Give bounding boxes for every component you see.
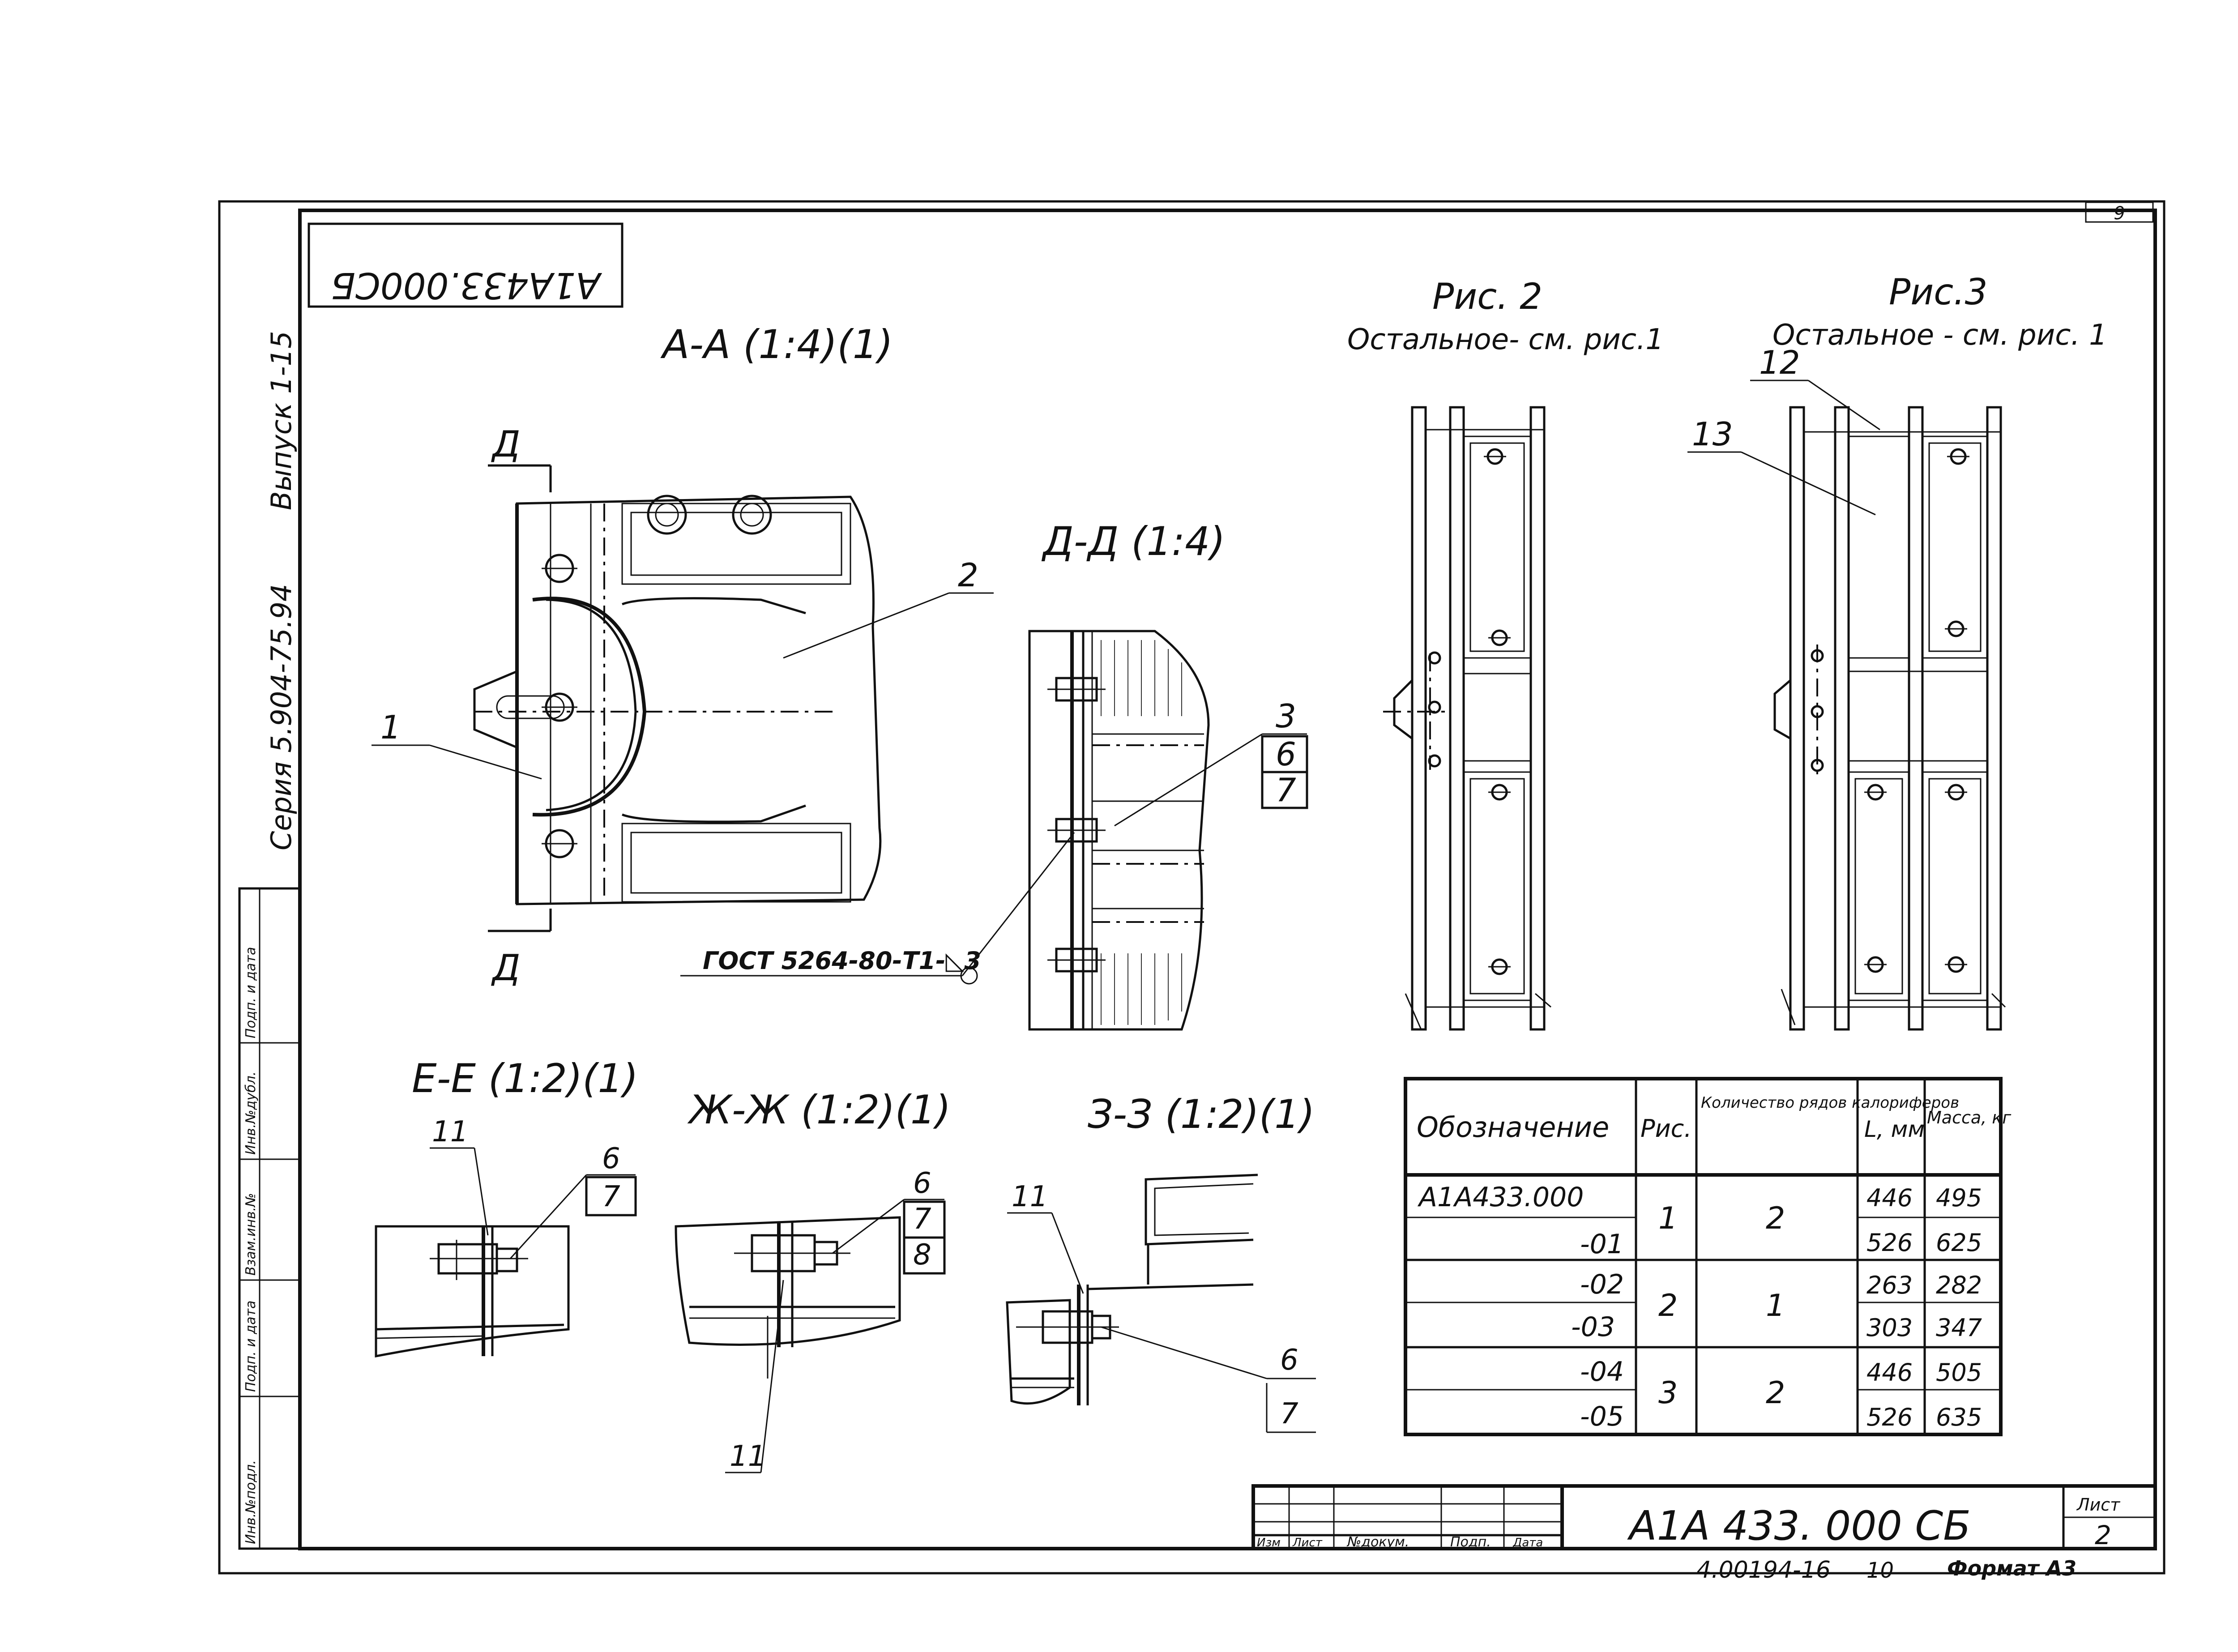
- view-ee-callout-7: 7: [602, 1180, 620, 1213]
- figure-2: Рис. 2 Остальное- см. рис.1: [1347, 276, 1664, 1031]
- view-zhzh-title: Ж-Ж (1:2)(1): [687, 1087, 951, 1133]
- view-ee-title: Е-Е (1:2)(1): [412, 1055, 638, 1101]
- table-row-0-fig: 1: [1658, 1201, 1678, 1236]
- side-stamp-4: Подп. и дата: [243, 947, 259, 1038]
- table-header-designation: Обозначение: [1417, 1111, 1609, 1144]
- fig2-note: Остальное- см. рис.1: [1347, 323, 1664, 356]
- title-block-header-sheet: Лист: [1292, 1536, 1323, 1550]
- view-aa-title: А-А (1:4)(1): [660, 321, 893, 367]
- title-block-header-sign: Подп.: [1450, 1534, 1491, 1550]
- view-dd-callout-7: 7: [1276, 771, 1296, 809]
- page-number: 10: [1866, 1558, 1894, 1583]
- table-row-2-fig: 2: [1658, 1288, 1678, 1323]
- table-row-4-mass: 505: [1936, 1358, 1982, 1387]
- designation-rotated-box: [308, 222, 624, 308]
- table-row-4-rows-count: 2: [1766, 1375, 1785, 1411]
- table-row-2-designation: -02: [1580, 1269, 1624, 1300]
- table-row-1-designation: -01: [1580, 1229, 1624, 1260]
- table-row-0-designation: А1А433.000: [1417, 1182, 1584, 1213]
- view-aa-callout-2: 2: [958, 556, 978, 594]
- view-ee: Е-Е (1:2)(1) 11 6 7: [375, 1055, 638, 1358]
- table-row-5-mass: 635: [1936, 1403, 1982, 1431]
- fig3-note: Остальное - см. рис. 1: [1772, 319, 2107, 352]
- table-header-fig: Рис.: [1640, 1114, 1692, 1143]
- designation-rotated: А1А433.000СБ: [331, 265, 602, 306]
- table-row-5-designation: -05: [1580, 1401, 1624, 1432]
- table-row-5-l: 526: [1866, 1403, 1913, 1431]
- view-zz: З-З (1:2)(1) 11 6 7: [1006, 1091, 1316, 1433]
- table-row-4-designation: -04: [1580, 1356, 1624, 1387]
- fig3-title: Рис.3: [1889, 271, 1988, 313]
- view-zhzh-callout-8: 8: [913, 1238, 931, 1272]
- title-block-header-rev: Изм: [1257, 1536, 1281, 1550]
- view-zz-title: З-З (1:2)(1): [1088, 1091, 1315, 1137]
- table-row-3-l: 303: [1866, 1314, 1913, 1342]
- inventory-number: 4.00194-16: [1696, 1557, 1831, 1584]
- view-dd: Д-Д (1:4): [680, 518, 1308, 1031]
- outer-frame: [218, 200, 2165, 1575]
- designation-table: Обозначение Рис. Количество рядов калори…: [1404, 1077, 2012, 1436]
- title-block-sheet-number: 2: [2095, 1520, 2111, 1550]
- title-block-header-date: Дата: [1512, 1536, 1543, 1550]
- table-header-rows: Количество рядов калориферов: [1701, 1094, 1959, 1112]
- title-block-sheet-label: Лист: [2076, 1495, 2121, 1515]
- view-zz-callout-6: 6: [1280, 1344, 1298, 1377]
- view-zhzh-callout-11: 11: [730, 1440, 766, 1473]
- side-stamp-3: Инв.№дубл.: [243, 1071, 259, 1155]
- table-row-2-rows-count: 1: [1766, 1288, 1785, 1323]
- table-row-4-l: 446: [1866, 1358, 1913, 1387]
- table-row-0-l: 446: [1866, 1184, 1913, 1212]
- table-row-4-fig: 3: [1658, 1375, 1678, 1411]
- series-note: Серия 5.904-75.94: [265, 584, 298, 850]
- view-zz-callout-7: 7: [1280, 1397, 1298, 1430]
- side-stamp-1: Подп. и дата: [243, 1301, 259, 1392]
- table-row-3-mass: 347: [1936, 1314, 1982, 1342]
- view-zz-callout-11: 11: [1012, 1180, 1048, 1213]
- side-stamp-0: Инв.№подл.: [243, 1460, 259, 1544]
- table-row-2-l: 263: [1866, 1271, 1913, 1299]
- view-dd-hatch: [1101, 640, 1182, 1025]
- view-dd-callout-6: 6: [1276, 735, 1296, 773]
- view-zhzh-callout-6: 6: [913, 1167, 931, 1200]
- table-header-mass: Масса, кг: [1927, 1108, 2012, 1127]
- table-row-1-mass: 625: [1936, 1229, 1982, 1257]
- view-zhzh-callout-7: 7: [913, 1203, 931, 1236]
- fig3-callout-12: 12: [1759, 344, 1800, 381]
- table-row-0-rows-count: 2: [1766, 1201, 1785, 1236]
- view-dd-title: Д-Д (1:4): [1041, 518, 1226, 564]
- table-row-2-mass: 282: [1936, 1271, 1982, 1299]
- view-aa-callout-1: 1: [380, 709, 401, 746]
- table-row-0-mass: 495: [1936, 1184, 1982, 1212]
- side-stamp: Инв.№подл. Подп. и дата Взам.инв.№ Инв.№…: [238, 887, 301, 1550]
- view-ee-callout-6: 6: [602, 1142, 620, 1175]
- view-ee-callout-11: 11: [432, 1115, 468, 1148]
- view-aa: А-А (1:4)(1) Д Д: [372, 321, 994, 989]
- table-header-l: L, мм: [1864, 1116, 1925, 1142]
- fig2-title: Рис. 2: [1432, 276, 1542, 317]
- table-row-3-designation: -03: [1571, 1311, 1615, 1343]
- weld-note: ГОСТ 5264-80-Т1-◺3: [703, 947, 981, 975]
- issue-note: Выпуск 1-15: [265, 331, 298, 510]
- corner-number-box: [2085, 201, 2154, 223]
- corner-number: 9: [2114, 203, 2125, 224]
- figure-3: Рис.3 Остальное - см. рис. 1: [1687, 271, 2107, 1031]
- fig3-callout-13: 13: [1692, 415, 1733, 453]
- view-dd-callout-3: 3: [1276, 697, 1296, 735]
- view-aa-cut-top: Д: [491, 423, 521, 465]
- title-block: Изм Лист №докум. Подп. Дата А1А 433. 000…: [1251, 1484, 2157, 1550]
- table-row-1-l: 526: [1866, 1229, 1913, 1257]
- title-block-header-docnum: №докум.: [1346, 1534, 1409, 1550]
- format-note: Формат А3: [1947, 1556, 2076, 1580]
- title-block-designation: А1А 433. 000 СБ: [1627, 1503, 1971, 1550]
- view-aa-cut-bottom: Д: [491, 947, 521, 989]
- inner-frame: [298, 209, 2157, 1550]
- side-stamp-2: Взам.инв.№: [243, 1193, 259, 1276]
- view-zhzh: Ж-Ж (1:2)(1) 6 7 8 11: [675, 1087, 951, 1473]
